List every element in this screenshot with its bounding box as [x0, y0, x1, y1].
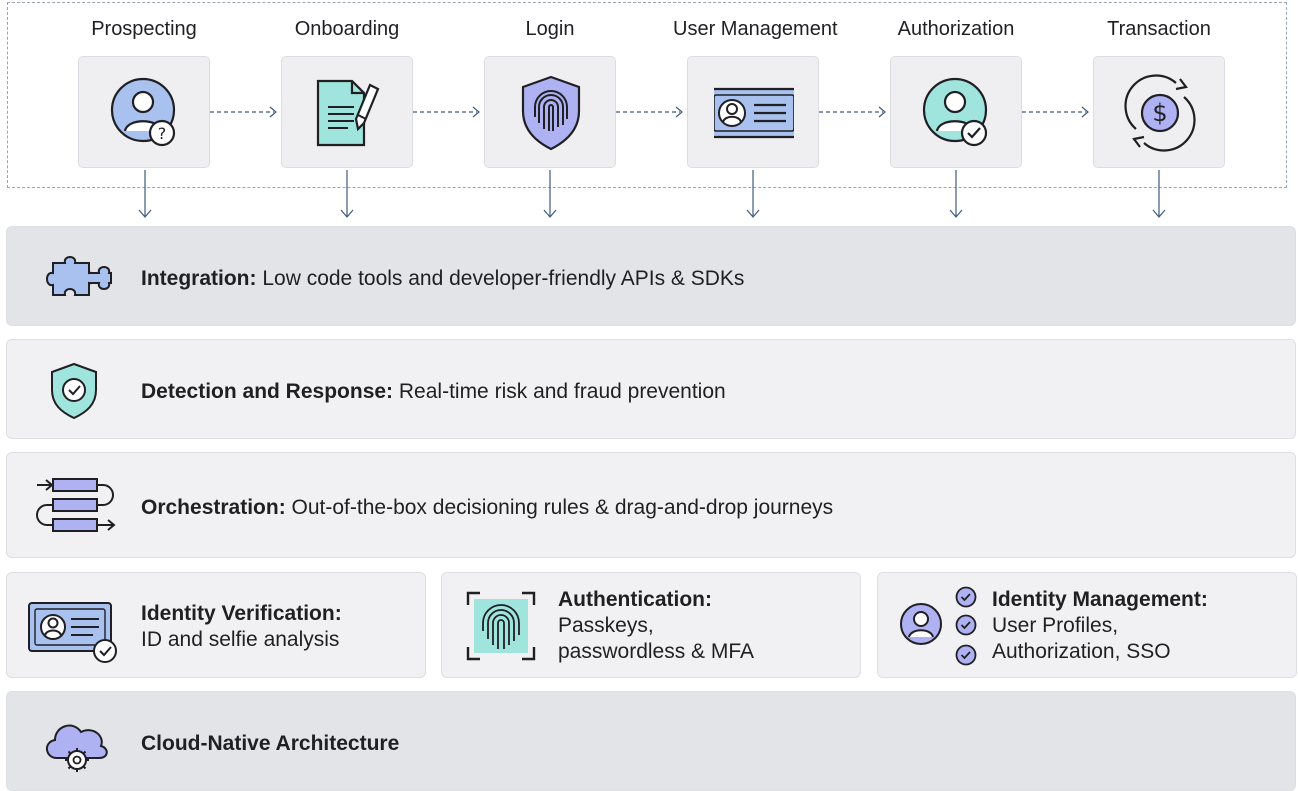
- cloud-layer: Cloud-Native Architecture: [6, 691, 1296, 791]
- user-check-icon: [922, 77, 988, 147]
- detection-layer: Detection and Response: Real-time risk a…: [6, 339, 1296, 439]
- cloud-text: Cloud-Native Architecture: [141, 732, 399, 756]
- stage-icon-box: [890, 56, 1022, 168]
- card-line: User Profiles,: [992, 614, 1119, 637]
- stage-label: Authorization: [897, 18, 1015, 40]
- stage-label: Transaction: [1107, 18, 1211, 40]
- dollar-cycle-icon: $: [1124, 74, 1196, 152]
- stage-icon-box: [281, 56, 413, 168]
- authentication-card: Authentication: Passkeys, passwordless &…: [441, 572, 861, 678]
- stage-user-management: User Management: [673, 0, 838, 230]
- flow-arrow: [413, 106, 480, 118]
- user-icon: [900, 603, 942, 645]
- fingerprint-shield-icon: [521, 75, 581, 151]
- layer-title: Integration:: [141, 267, 257, 290]
- identity-verification-text: Identity Verification: ID and selfie ana…: [141, 601, 342, 653]
- svg-text:$: $: [1152, 99, 1167, 127]
- card-line: Authorization, SSO: [992, 640, 1171, 663]
- stage-icon-box: ?: [78, 56, 210, 168]
- check-circle-icon: [955, 644, 977, 666]
- stage-label: Login: [525, 18, 575, 40]
- down-arrow: [543, 170, 557, 218]
- layer-description: Out-of-the-box decisioning rules & drag-…: [285, 496, 834, 519]
- layer-title: Detection and Response:: [141, 380, 394, 403]
- identity-verification-card: Identity Verification: ID and selfie ana…: [6, 572, 426, 678]
- stage-label: Prospecting: [91, 18, 197, 40]
- card-line: Passkeys,: [558, 614, 654, 637]
- down-arrow: [746, 170, 760, 218]
- card-title: Identity Verification:: [141, 602, 342, 625]
- card-title: Identity Management:: [992, 588, 1208, 611]
- flow-icon: [36, 478, 116, 532]
- stage-icon-box: [484, 56, 616, 168]
- authentication-text: Authentication: Passkeys, passwordless &…: [558, 587, 754, 665]
- down-arrow: [340, 170, 354, 218]
- flow-arrow: [210, 106, 277, 118]
- down-arrow: [949, 170, 963, 218]
- layer-title: Orchestration:: [141, 496, 286, 519]
- down-arrow: [1152, 170, 1166, 218]
- cloud-gear-icon: [46, 724, 108, 772]
- card-line: ID and selfie analysis: [141, 628, 340, 651]
- card-line: passwordless & MFA: [558, 640, 755, 663]
- stage-onboarding: Onboarding: [267, 0, 427, 230]
- flow-arrow: [616, 106, 683, 118]
- document-pen-icon: [316, 79, 380, 147]
- stage-icon-box: [687, 56, 819, 168]
- check-circle-icon: [955, 614, 977, 636]
- stage-label: User Management: [673, 18, 838, 40]
- puzzle-icon: [46, 256, 112, 296]
- stage-prospecting: Prospecting ?: [64, 0, 224, 230]
- identity-management-card: Identity Management: User Profiles, Auth…: [877, 572, 1297, 678]
- layer-description: Low code tools and developer-friendly AP…: [256, 267, 745, 290]
- stage-transaction: Transaction $: [1079, 0, 1239, 230]
- flow-arrow: [1022, 106, 1089, 118]
- stage-authorization: Authorization: [876, 0, 1036, 230]
- id-card-icon: [714, 87, 794, 139]
- detection-text: Detection and Response: Real-time risk a…: [141, 380, 726, 404]
- svg-text:?: ?: [158, 124, 167, 143]
- id-card-check-icon: [28, 602, 117, 663]
- orchestration-layer: Orchestration: Out-of-the-box decisionin…: [6, 452, 1296, 558]
- identity-management-text: Identity Management: User Profiles, Auth…: [992, 587, 1208, 665]
- customer-journey-frame: [7, 2, 1287, 188]
- stage-label: Onboarding: [294, 18, 400, 40]
- orchestration-text: Orchestration: Out-of-the-box decisionin…: [141, 496, 833, 520]
- stage-icon-box: $: [1093, 56, 1225, 168]
- fingerprint-scan-icon: [466, 591, 536, 661]
- user-question-icon: ?: [110, 77, 176, 147]
- layer-description: Real-time risk and fraud prevention: [393, 380, 726, 403]
- stage-login: Login: [470, 0, 630, 230]
- card-title: Authentication:: [558, 588, 712, 611]
- shield-check-icon: [51, 362, 97, 420]
- down-arrow: [138, 170, 152, 218]
- layer-title: Cloud-Native Architecture: [141, 732, 400, 755]
- check-circle-icon: [955, 586, 977, 608]
- integration-text: Integration: Low code tools and develope…: [141, 267, 744, 291]
- integration-layer: Integration: Low code tools and develope…: [6, 226, 1296, 326]
- flow-arrow: [819, 106, 886, 118]
- checklist-icons: [955, 586, 977, 666]
